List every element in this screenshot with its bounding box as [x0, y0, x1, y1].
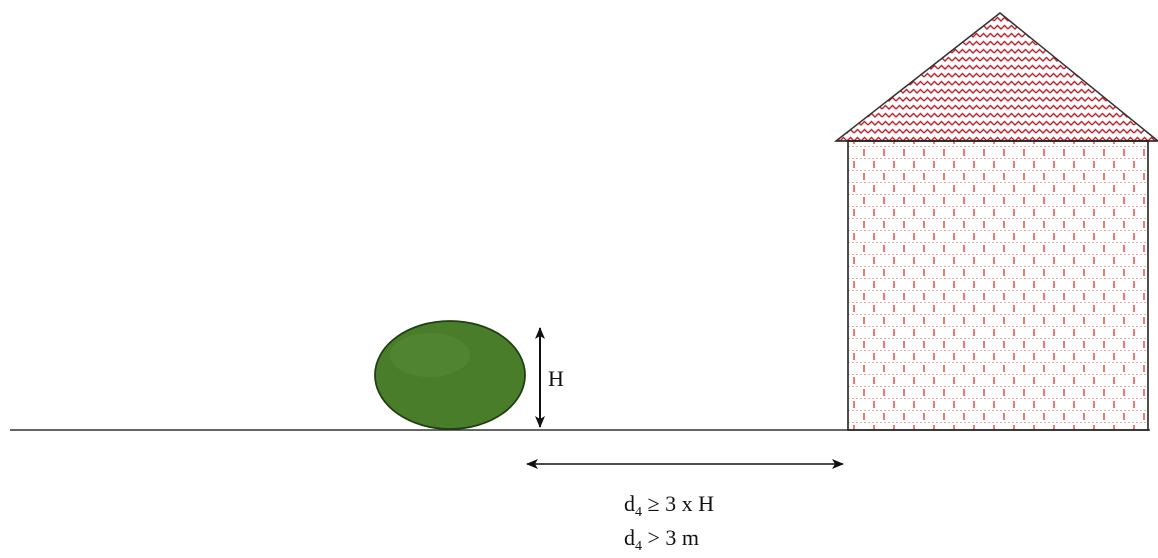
bush — [374, 320, 526, 430]
distance-formula-ratio: d4 ≥ 3 x H — [624, 491, 714, 520]
house-roof — [833, 12, 1158, 142]
formula1-subscript: 4 — [635, 505, 642, 520]
house — [833, 12, 1158, 431]
bush-highlight — [390, 333, 470, 377]
formula2-rest: > 3 m — [642, 525, 699, 550]
formula1-var: d — [624, 491, 635, 516]
distance-formula-minimum: d4 > 3 m — [624, 525, 699, 554]
height-label: H — [548, 366, 564, 391]
house-wall — [847, 140, 1149, 431]
formula2-var: d — [624, 525, 635, 550]
formula2-subscript: 4 — [635, 539, 642, 554]
formula1-rest: ≥ 3 x H — [642, 491, 714, 516]
